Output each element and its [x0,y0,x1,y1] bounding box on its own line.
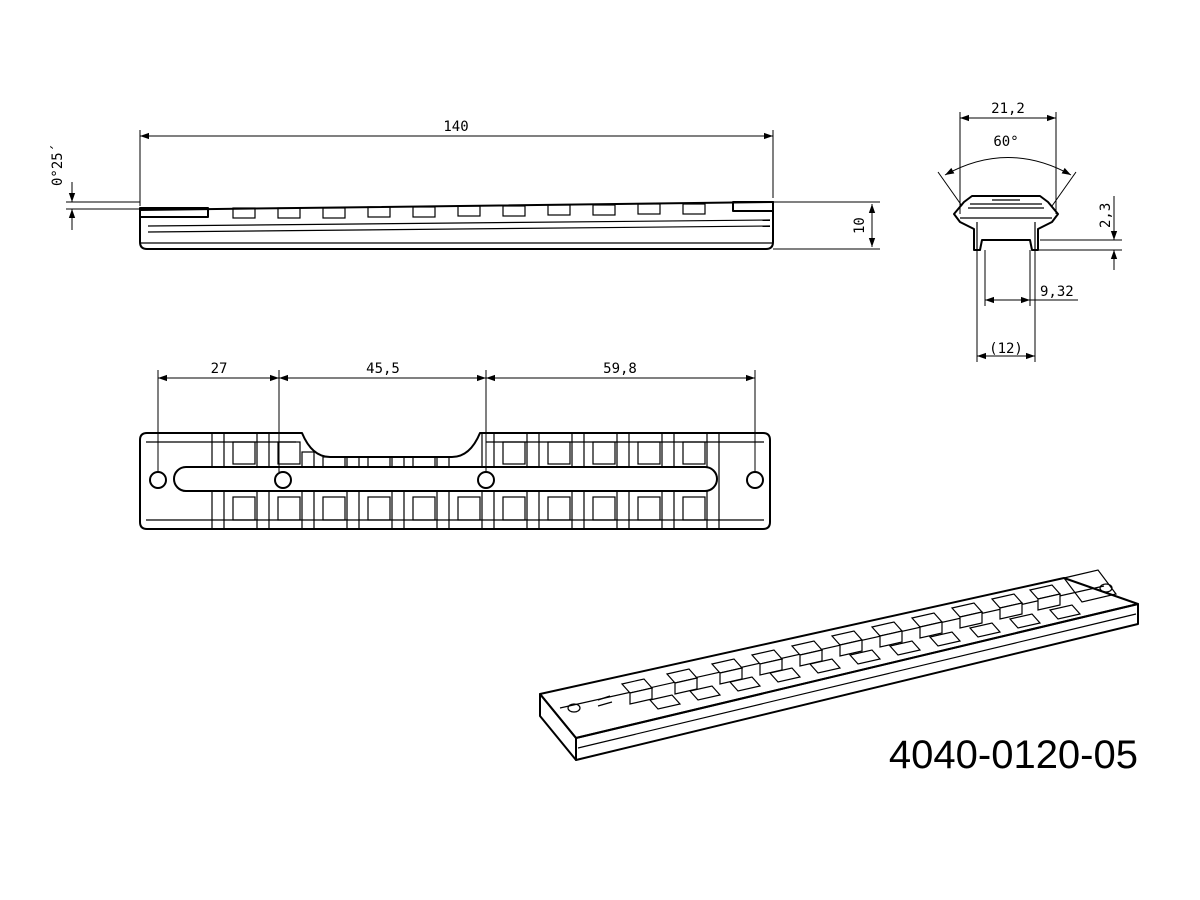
top-middle-label: 45,5 [366,361,400,377]
end-base-width-dimension: (12) [976,250,1036,362]
top-view: 27 45,5 59,8 [139,361,771,530]
side-angle-dimension: 0°25´ [50,144,140,230]
end-view: 21,2 60° 2,3 9,32 [937,101,1122,362]
end-width-label: 21,2 [991,101,1025,117]
side-height-dimension: 10 [773,201,880,250]
iso-teeth [620,584,1082,710]
end-base-width-label: (12) [989,341,1023,357]
side-length-label: 140 [443,119,468,135]
iso-hole-right [1099,583,1113,593]
top-left-label: 27 [211,361,228,377]
iso-hole-left [567,703,581,713]
side-length-dimension: 140 [139,119,774,206]
end-width-dimension: 21,2 [959,101,1057,214]
top-right-label: 59,8 [603,361,637,377]
end-inner-width-label: 9,32 [1040,284,1074,300]
side-view-slots [139,201,774,219]
side-view: 140 0°25´ 10 [50,119,880,250]
side-angle-label: 0°25´ [50,144,66,186]
end-height-label: 2,3 [1098,203,1114,228]
side-height-label: 10 [852,217,868,234]
end-height-dimension: 2,3 [1038,196,1122,270]
top-spacing-dimensions: 27 45,5 59,8 [157,361,756,472]
mounting-slot [173,466,718,492]
end-angle-dimension: 60° [937,134,1077,207]
isometric-view [539,569,1139,761]
end-angle-label: 60° [993,134,1018,150]
part-number: 4040-0120-05 [889,733,1138,777]
end-inner-width-dimension: 9,32 [984,250,1078,306]
